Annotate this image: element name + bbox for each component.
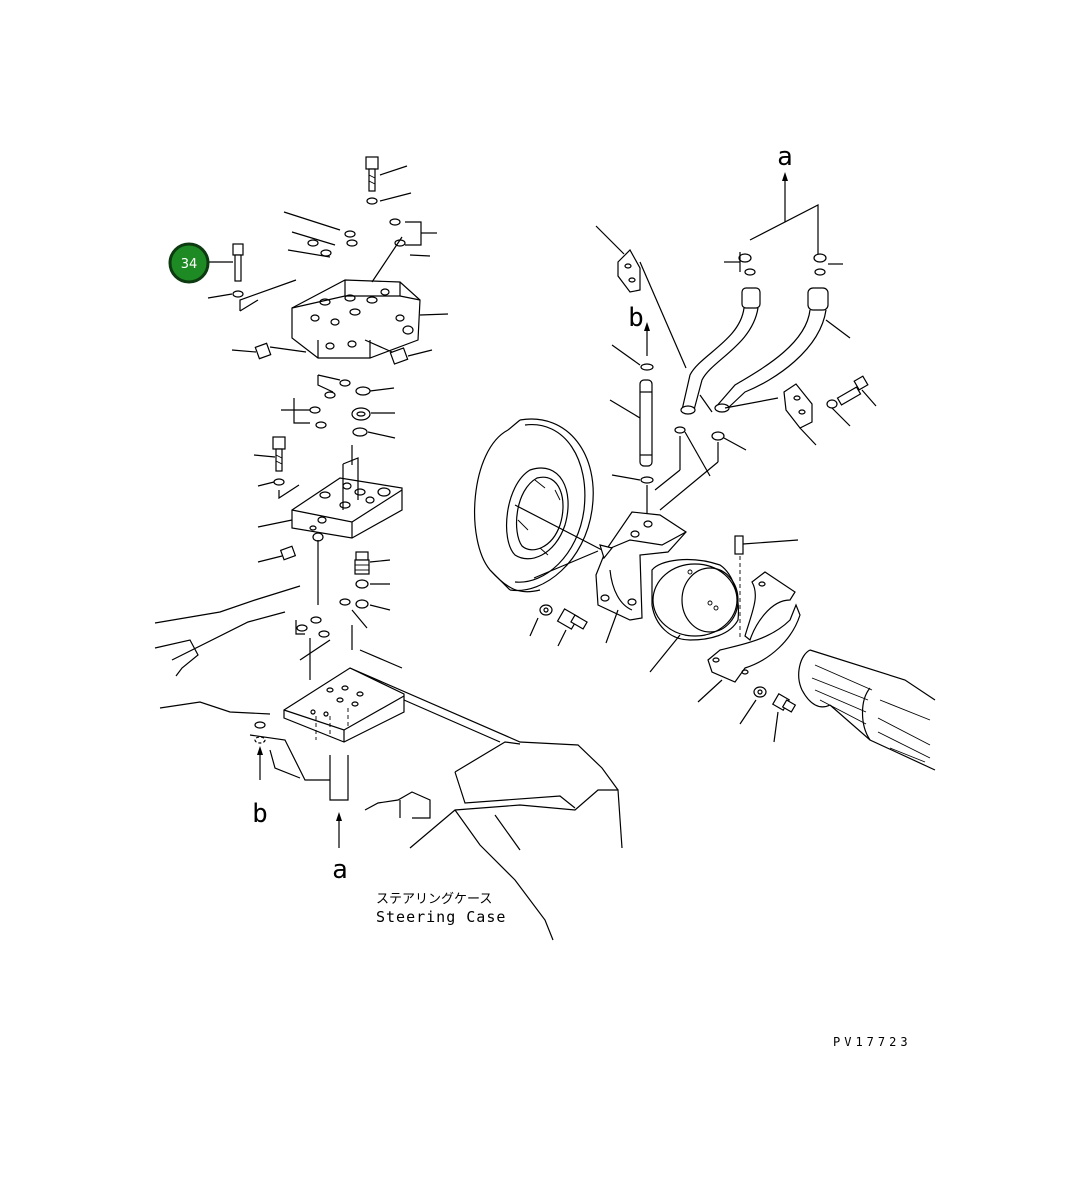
label-a-top: a bbox=[777, 142, 793, 172]
pipe-joints bbox=[724, 252, 843, 276]
pipe-clamp-right bbox=[724, 375, 877, 446]
valve-body-lower bbox=[257, 445, 403, 542]
callout-34-number[interactable]: 34 bbox=[181, 257, 198, 272]
arrow-b-bottom: b bbox=[252, 721, 268, 829]
base-rings bbox=[295, 616, 353, 680]
valve-body-upper bbox=[291, 236, 449, 359]
pipe-clamp-top bbox=[595, 225, 687, 369]
callout-34[interactable]: 34 bbox=[168, 242, 210, 284]
cap-bolt-left bbox=[529, 604, 588, 647]
connecting-tube bbox=[609, 379, 654, 540]
label-a-bottom: a bbox=[332, 855, 348, 885]
brake-drum bbox=[474, 418, 603, 593]
label-b-bottom: b bbox=[252, 799, 268, 829]
lower-fittings bbox=[257, 540, 391, 629]
arrow-a-top: a bbox=[749, 142, 819, 260]
bearing-caps bbox=[697, 571, 801, 703]
callout-34-bolt bbox=[207, 243, 297, 312]
hydraulic-pipes bbox=[680, 287, 851, 415]
cap-bolt-right bbox=[739, 686, 797, 743]
valve-stack bbox=[207, 156, 449, 680]
drum-cylinder bbox=[649, 559, 740, 673]
second-bolt bbox=[253, 436, 300, 500]
callout-34-circle[interactable] bbox=[168, 242, 210, 284]
elbow-rings bbox=[654, 426, 747, 511]
steering-case bbox=[154, 585, 623, 941]
splined-shaft bbox=[798, 649, 936, 771]
arrow-b-mid: b bbox=[611, 303, 654, 371]
steering-case-label-en: Steering Case bbox=[376, 908, 506, 926]
drawing-number: PV17723 bbox=[833, 1035, 912, 1049]
upper-rings bbox=[283, 211, 437, 258]
dowel-pin bbox=[734, 535, 799, 640]
arrow-a-bottom: a bbox=[332, 812, 348, 885]
steering-case-label-jp: ステアリングケース bbox=[376, 892, 492, 907]
brake-housing bbox=[533, 511, 687, 644]
label-b-mid: b bbox=[628, 303, 644, 333]
side-fittings bbox=[231, 339, 433, 365]
middle-rings bbox=[281, 374, 396, 439]
top-bolt bbox=[365, 156, 412, 205]
